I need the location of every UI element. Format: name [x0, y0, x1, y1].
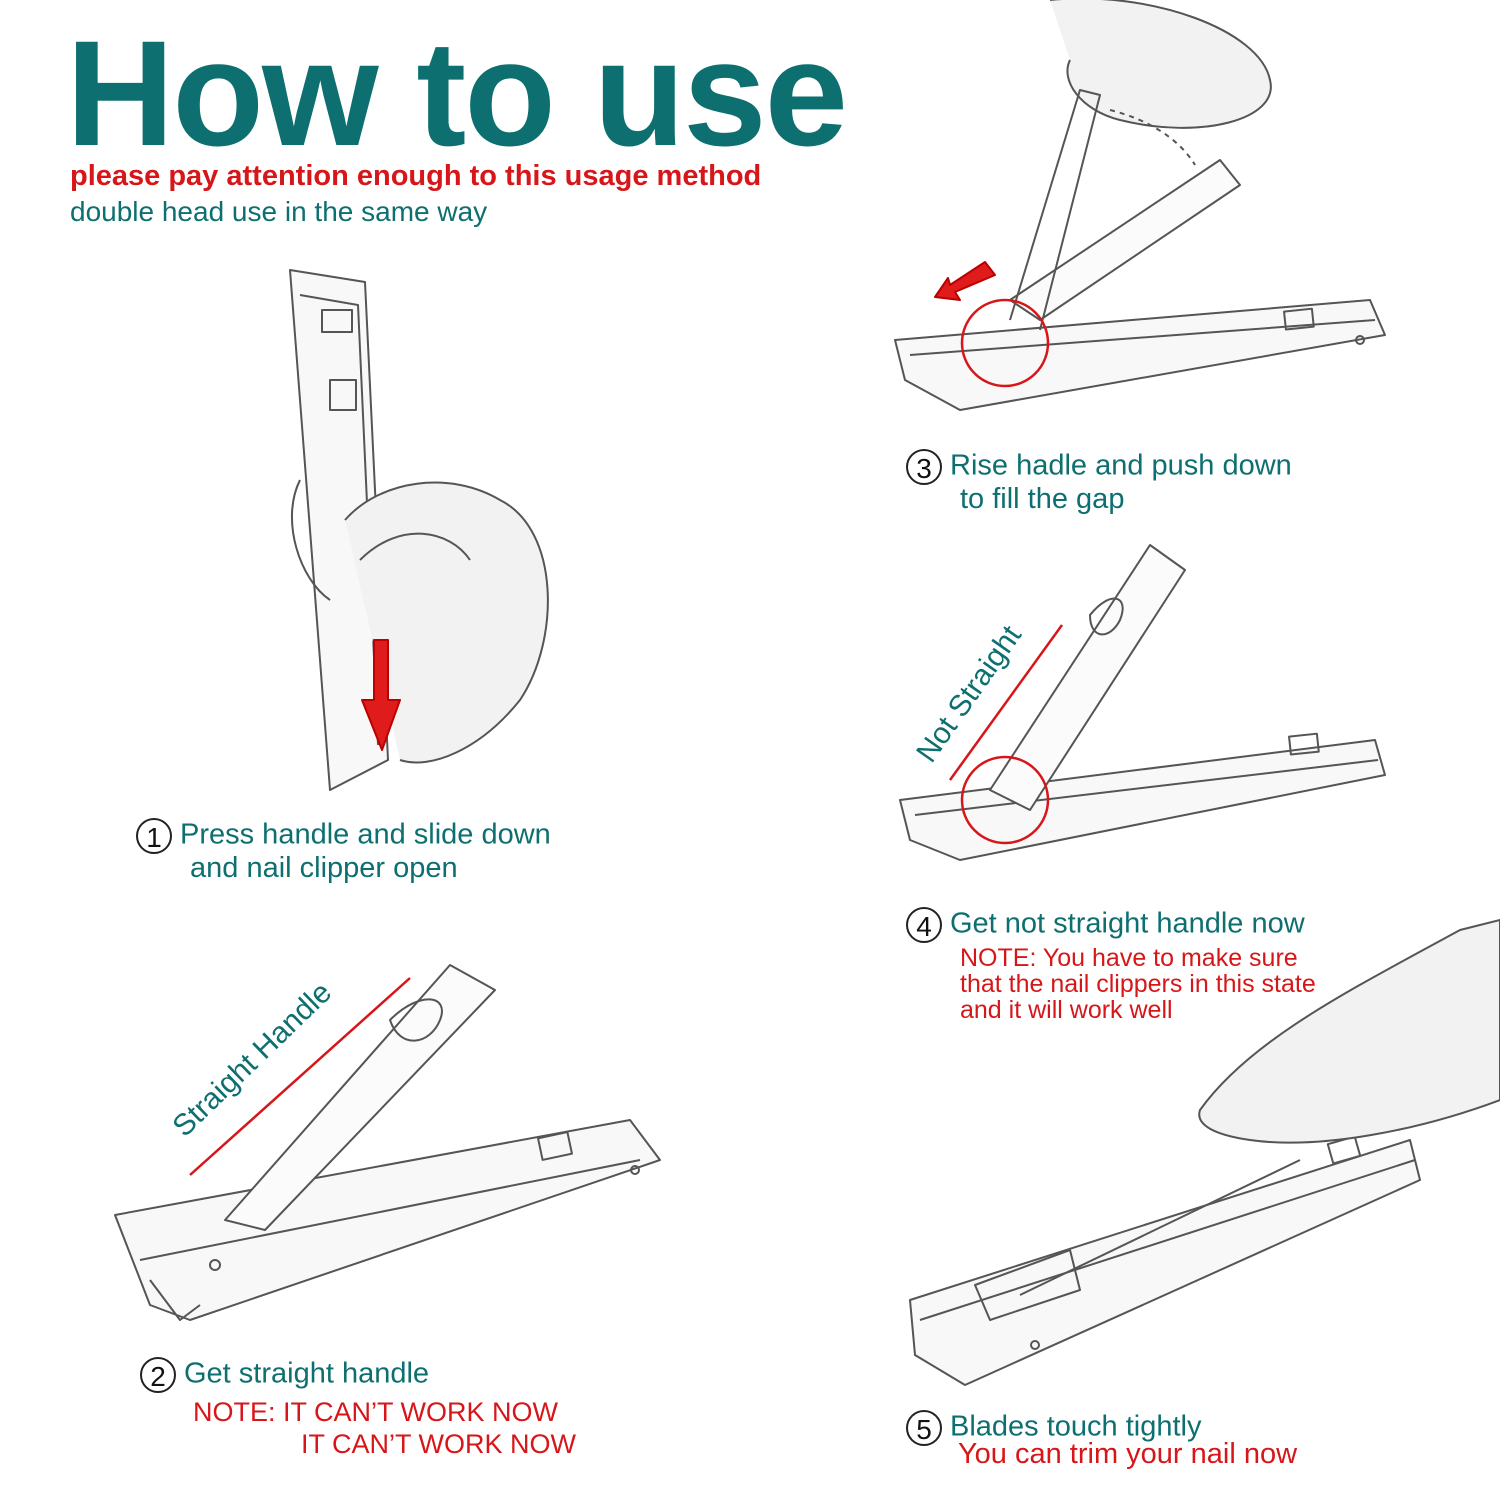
- step-5-note: You can trim your nail now: [958, 1438, 1298, 1470]
- step-4-note: NOTE: You have to make sure that the nai…: [960, 945, 1316, 1023]
- step-4-number: 4: [906, 907, 942, 943]
- step2-straight-guide-line: [189, 977, 411, 1176]
- step-5-number: 5: [906, 1410, 942, 1446]
- step1-clipper-illustration: [289, 269, 549, 791]
- step-2-note-1: NOTE: IT CAN’T WORK NOW: [193, 1397, 559, 1427]
- subtitle-warning: please pay attention enough to this usag…: [70, 160, 762, 192]
- step3-clipper-illustration: [894, 0, 1386, 411]
- step-2-number: 2: [140, 1357, 176, 1393]
- subtitle-note: double head use in the same way: [70, 196, 488, 227]
- step-4-note-1: NOTE: You have to make sure: [960, 944, 1298, 972]
- step-3-line-1: Rise hadle and push down: [950, 449, 1292, 482]
- step-2-note-2: IT CAN’T WORK NOW: [301, 1429, 576, 1459]
- step5-clipper-illustration: [909, 919, 1500, 1386]
- step1-down-arrow: [361, 639, 401, 751]
- step-4-note-2: that the nail clippers in this state: [960, 970, 1316, 998]
- step-3-line-2: to fill the gap: [960, 483, 1125, 515]
- step3-left-arrow: [934, 261, 996, 301]
- step-4-note-3: and it will work well: [960, 996, 1173, 1024]
- step-1-number: 1: [136, 818, 172, 854]
- step-1-line-1: Press handle and slide down: [180, 818, 551, 851]
- step-4-line-1: Get not straight handle now: [950, 907, 1305, 940]
- step-2-line-1: Get straight handle: [184, 1357, 430, 1390]
- step-3-number: 3: [906, 449, 942, 485]
- page-title: How to use: [66, 9, 848, 177]
- step-5-line-1: Blades touch tightly: [950, 1410, 1202, 1443]
- step4-clipper-illustration: [899, 544, 1386, 861]
- step-1-line-2: and nail clipper open: [190, 852, 458, 884]
- step2-clipper-illustration: [114, 964, 661, 1321]
- step4-not-straight-guide-line: [948, 624, 1064, 781]
